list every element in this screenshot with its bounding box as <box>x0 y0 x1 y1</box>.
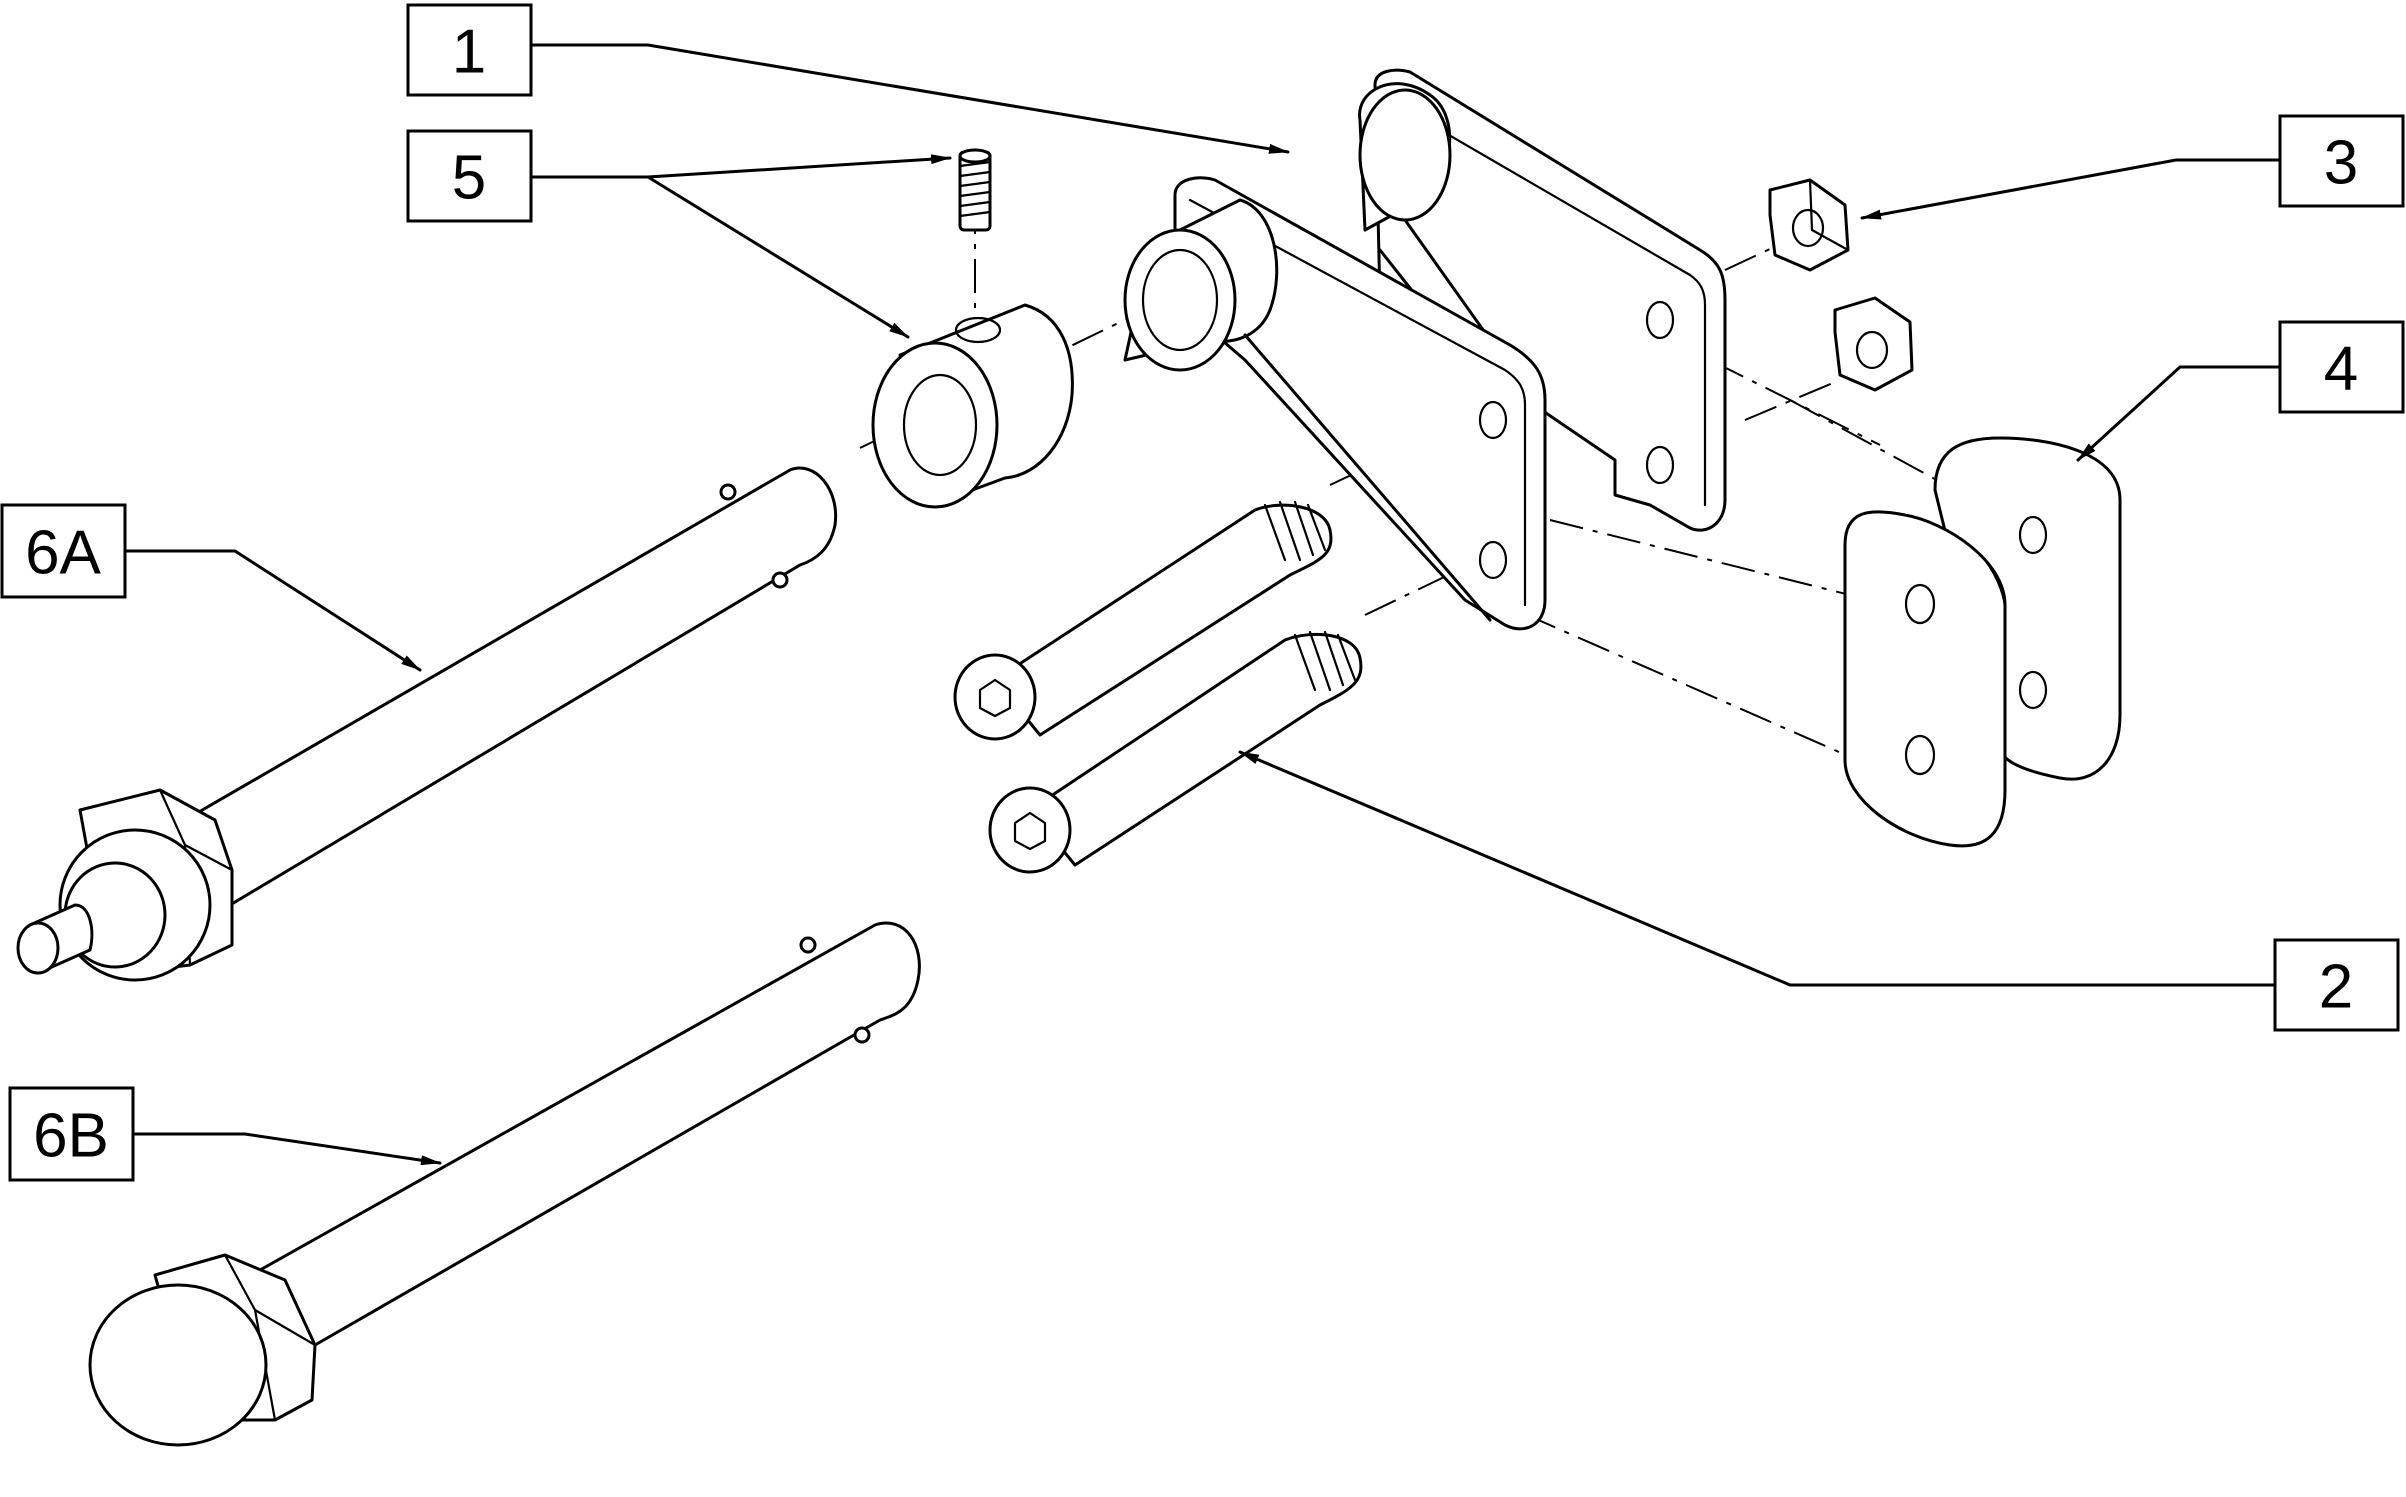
callout-5: 5 <box>406 129 533 223</box>
plate <box>1843 436 2122 848</box>
callout-6a: 6A <box>0 503 127 599</box>
callout-6a-label: 6A <box>25 519 101 588</box>
callout-2: 2 <box>2273 938 2400 1032</box>
nut-upper <box>1768 178 1850 272</box>
axle-pin-6a <box>16 466 838 982</box>
button-head-screw-upper <box>953 500 1333 741</box>
callout-5-label: 5 <box>452 144 486 213</box>
callout-6b-label: 6B <box>33 1102 109 1171</box>
axle-pin-6b <box>88 921 921 1447</box>
callout-4: 4 <box>2278 320 2405 414</box>
bracket <box>1123 68 1727 631</box>
callout-1-label: 1 <box>452 18 486 87</box>
nut-lower <box>1833 296 1914 392</box>
collar <box>871 303 1074 509</box>
button-head-screw-lower <box>988 630 1363 874</box>
set-screw <box>958 148 992 232</box>
callout-3: 3 <box>2278 114 2405 208</box>
callout-2-label: 2 <box>2319 953 2353 1022</box>
callout-6b: 6B <box>8 1086 135 1182</box>
callout-4-label: 4 <box>2324 335 2358 404</box>
callout-3-label: 3 <box>2324 129 2358 198</box>
leader-lines <box>123 43 2282 1166</box>
callout-1: 1 <box>406 3 533 97</box>
